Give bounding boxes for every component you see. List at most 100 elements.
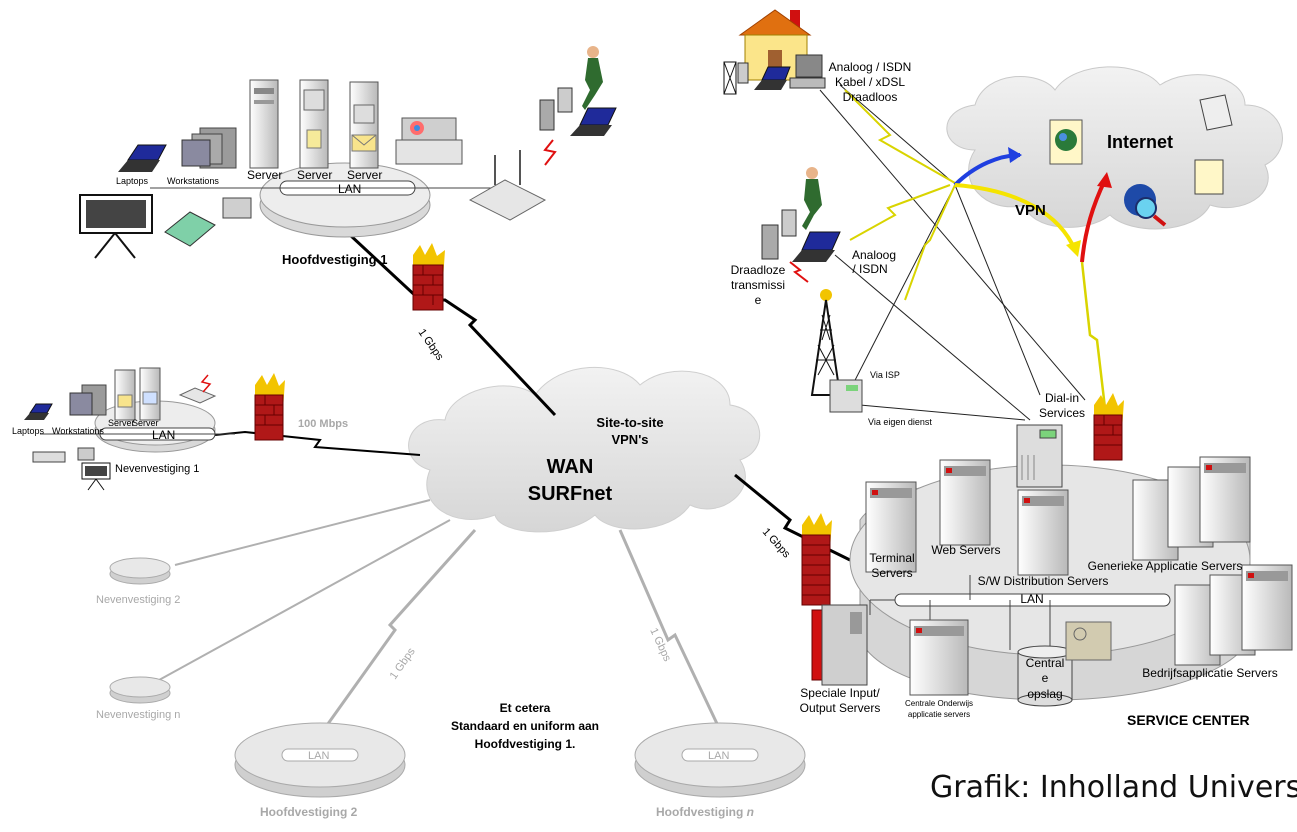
branch1-title: Nevenvestiging 1 xyxy=(115,463,199,475)
server-label: Server xyxy=(297,168,332,182)
pda-icon xyxy=(539,87,573,131)
connection-lines xyxy=(149,84,1107,736)
image-credit: Grafik: Inholland University xyxy=(930,770,1297,805)
home-connection-label: Analoog / ISDN xyxy=(829,60,912,74)
hq1-link-speed: 1 Gbps xyxy=(416,327,446,363)
web-server-icon xyxy=(939,459,991,546)
wireless-label: e xyxy=(755,293,762,307)
lan-label: LAN xyxy=(338,182,361,196)
laptop-icon xyxy=(118,144,167,172)
newspaper-icon xyxy=(1199,94,1233,131)
server-label: Server xyxy=(132,418,159,428)
wireless-signal-icon xyxy=(543,139,557,166)
distribution-server-icon xyxy=(1017,489,1069,576)
dialin-label: Services xyxy=(1039,406,1085,420)
storage-label: opslag xyxy=(1027,687,1062,701)
mobile-user-icon xyxy=(582,46,603,110)
wan-subtitle: SURFnet xyxy=(528,483,613,505)
branch1-site: Laptops Workstations Server Server LAN N… xyxy=(12,367,348,491)
laptops-label: Laptops xyxy=(116,176,149,186)
laptop-icon xyxy=(570,107,617,136)
cell-tower-icon xyxy=(810,289,842,396)
document-icon xyxy=(1194,159,1224,195)
hq1-title: Hoofdvestiging 1 xyxy=(282,252,387,267)
scanner-icon xyxy=(164,211,216,247)
server-label: Server xyxy=(247,168,282,182)
education-app-server-icon xyxy=(909,619,969,696)
mobile-connection-label: Analoog xyxy=(852,248,896,262)
branch1-link-speed: 100 Mbps xyxy=(298,418,348,430)
globe-document-icon xyxy=(1049,119,1083,165)
laptops-label: Laptops xyxy=(12,426,45,436)
laptop-icon xyxy=(792,231,841,262)
generic-app-server-icon xyxy=(1132,456,1251,561)
special-label: Output Servers xyxy=(800,701,881,715)
laptop-icon xyxy=(754,66,791,90)
search-globe-icon xyxy=(1124,184,1167,227)
firewall-icon xyxy=(254,373,285,441)
via-isp-label: Via ISP xyxy=(870,370,900,380)
firewall-icon xyxy=(412,243,445,311)
wireless-access-point-icon xyxy=(178,374,217,404)
phone-icon xyxy=(77,447,95,461)
workstation-icon xyxy=(69,384,107,416)
education-label: Centrale Onderwijs xyxy=(905,699,973,708)
wireless-label: Draadloze xyxy=(731,263,786,277)
firewall-icon xyxy=(1093,393,1124,461)
dial-in-server-icon xyxy=(1016,424,1063,488)
branchn-title: Nevenvestiging n xyxy=(96,709,180,721)
hq2-title: Hoofdvestiging 2 xyxy=(260,805,358,819)
gray-link-speed: 1 Gbps xyxy=(388,645,418,681)
dialin-label: Dial-in xyxy=(1045,391,1079,405)
service-center-title: SERVICE CENTER xyxy=(1127,712,1250,728)
wireless-signal-icon xyxy=(789,261,809,283)
generic-label: Generieke Applicatie Servers xyxy=(1088,559,1243,573)
phone-icon xyxy=(222,197,252,219)
etcetera-line: Standaard en uniform aan xyxy=(451,719,599,733)
mobile-user-icon xyxy=(802,167,822,230)
workstations-label: Workstations xyxy=(167,176,219,186)
via-own-label: Via eigen dienst xyxy=(868,417,932,427)
hq1-mail-server-icon xyxy=(349,81,379,169)
hq1-file-server-icon xyxy=(299,79,329,169)
home-connection-label: Draadloos xyxy=(843,90,898,104)
modem-icon xyxy=(32,451,66,463)
hqn-platform xyxy=(634,722,806,798)
business-app-server-icon xyxy=(1174,564,1293,666)
swdist-label: S/W Distribution Servers xyxy=(978,574,1109,588)
terminal-server-icon xyxy=(865,481,917,573)
sc-lan-pipe xyxy=(894,593,1171,607)
wireless-label: transmissi xyxy=(731,278,785,292)
terminal-label: Terminal xyxy=(869,551,914,565)
remote-users: Analoog / ISDN Kabel / xDSL Draadloos An… xyxy=(723,9,932,427)
storage-label: e xyxy=(1042,671,1049,685)
storage-icon xyxy=(1017,645,1073,707)
wan-cloud xyxy=(408,366,761,533)
branch2-platform xyxy=(109,557,171,585)
lan-label: LAN xyxy=(152,428,175,442)
service-center: Dial-in Services Terminal Servers Web Se… xyxy=(760,391,1293,728)
server-label: Server xyxy=(347,168,382,182)
lan-label: LAN xyxy=(1020,592,1043,606)
desktop-icon xyxy=(789,54,826,89)
wireless-access-point-icon xyxy=(468,150,547,221)
laptop-icon xyxy=(24,403,53,420)
gray-link-speed: 1 Gbps xyxy=(647,626,673,664)
vpn-label: Site-to-site xyxy=(596,415,663,430)
sc-link-speed: 1 Gbps xyxy=(760,526,793,561)
workstation-icon xyxy=(181,127,237,169)
server-label: Server xyxy=(108,418,135,428)
internet-title: Internet xyxy=(1107,132,1173,152)
branch2-title: Nevenvestiging 2 xyxy=(96,594,180,606)
internet-content: Internet VPN xyxy=(1015,94,1233,227)
server-icon xyxy=(139,367,161,421)
server-icon xyxy=(114,369,136,421)
business-label: Bedrijfsapplicatie Servers xyxy=(1142,666,1277,680)
hq2-platform xyxy=(234,722,406,798)
wan-title: WAN xyxy=(547,456,594,478)
etcetera-line: Et cetera xyxy=(500,701,551,715)
special-label: Speciale Input/ xyxy=(800,686,880,700)
workstations-label: Workstations xyxy=(52,426,104,436)
gray-branches: Nevenvestiging 2 Nevenvestiging n LAN Ho… xyxy=(96,557,806,819)
